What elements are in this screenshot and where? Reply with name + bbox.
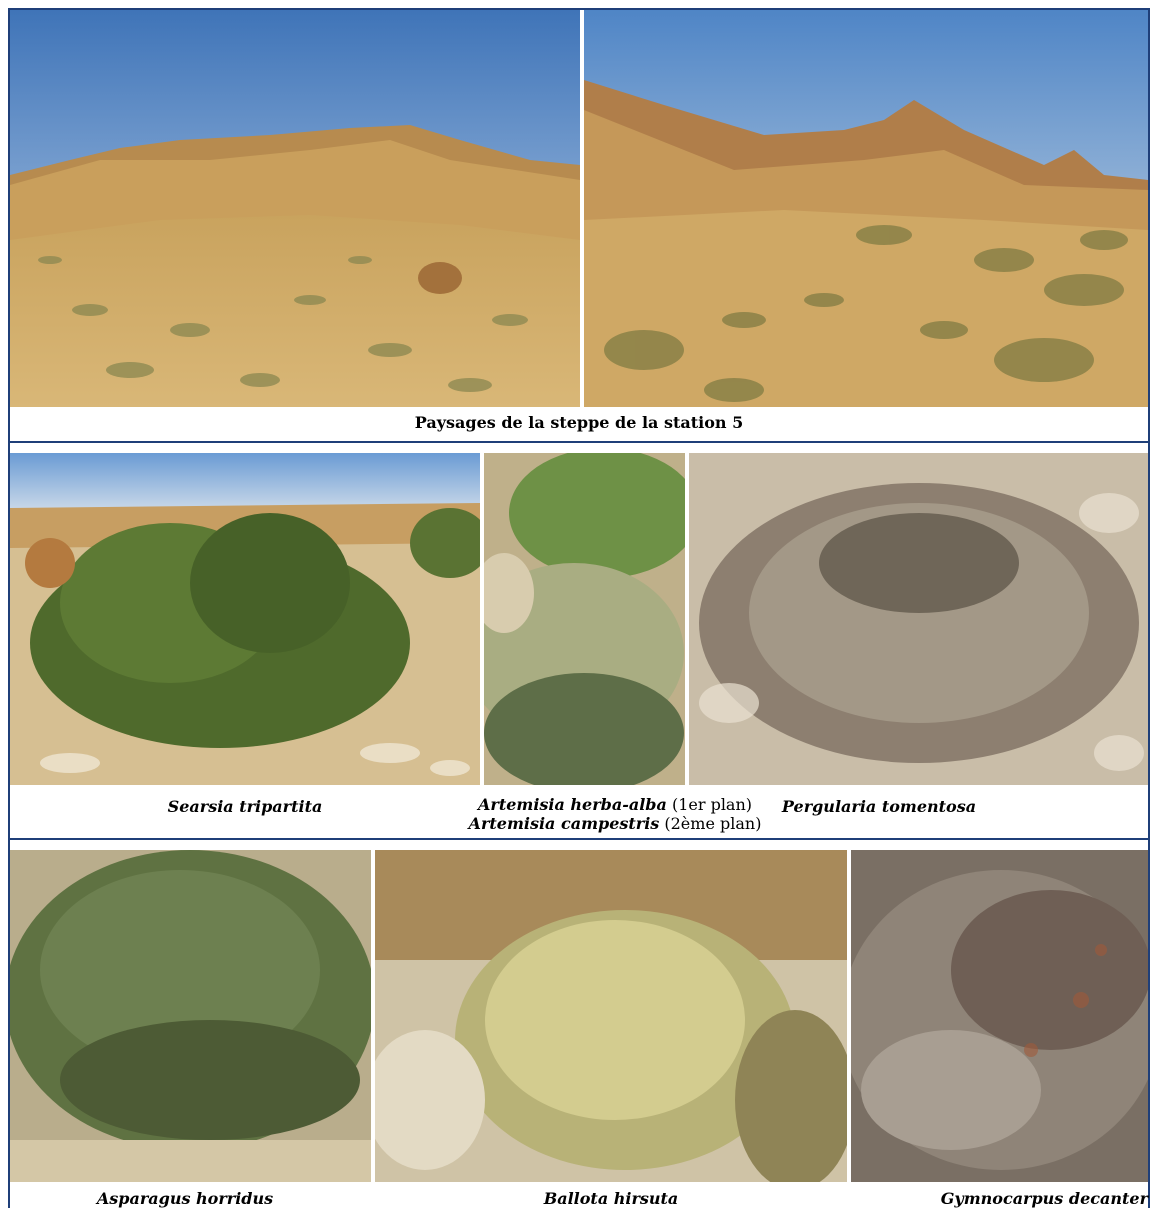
- caption-searsia-tripartita: Searsia tripartita: [167, 797, 323, 816]
- caption-artemisia-line1: Artemisia herba-alba (1er plan): [477, 795, 753, 814]
- landscape-photo-left: [10, 10, 580, 407]
- caption-landscapes: Paysages de la steppe de la station 5: [414, 413, 744, 432]
- plate-frame: [8, 8, 1150, 1208]
- photo-ballota-hirsuta: [375, 850, 847, 1182]
- photo-searsia-tripartita: [10, 453, 480, 785]
- caption-ballota-hirsuta: Ballota hirsuta: [543, 1189, 679, 1208]
- caption-pergularia-tomentosa: Pergularia tomentosa: [781, 797, 977, 816]
- row-separator-2: [8, 838, 1150, 840]
- landscape-photo-right: [584, 10, 1148, 407]
- photo-pergularia-tomentosa: [689, 453, 1148, 785]
- caption-artemisia: Artemisia herba-alba (1er plan) Artemisi…: [440, 795, 790, 833]
- caption-artemisia-line2: Artemisia campestris (2ème plan): [468, 814, 762, 833]
- caption-gymnocarpus-decanter: Gymnocarpus decanter: [940, 1189, 1148, 1208]
- caption-asparagus-horridus: Asparagus horridus: [96, 1189, 274, 1208]
- photo-asparagus-horridus: [10, 850, 371, 1182]
- photo-artemisia: [484, 453, 685, 785]
- photo-gymnocarpus-decanter: [851, 850, 1148, 1182]
- row-separator-1: [8, 441, 1150, 443]
